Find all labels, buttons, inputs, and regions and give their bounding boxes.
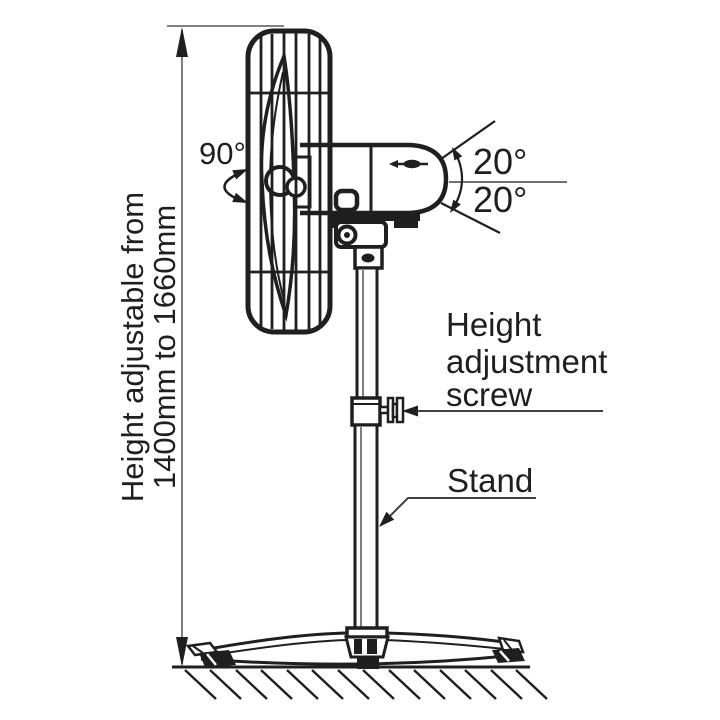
hatch-line xyxy=(388,669,421,700)
hatch-line xyxy=(413,669,446,700)
hatch-line xyxy=(464,669,497,700)
dimension-arrow-bottom-icon xyxy=(176,637,188,667)
base xyxy=(185,626,525,669)
neck-assembly xyxy=(328,213,420,270)
mount-plate xyxy=(328,213,420,221)
lower-pole xyxy=(353,423,379,636)
height-adjustment-assembly xyxy=(350,396,405,427)
base-right-tip-slash xyxy=(503,639,513,651)
screw-leader-arrow-icon xyxy=(402,405,418,417)
base-foot-right-slash xyxy=(499,650,510,662)
base-rim-right xyxy=(385,639,505,650)
hatch-line xyxy=(286,669,319,700)
grille-rim xyxy=(245,28,333,335)
upper-pole xyxy=(355,266,379,401)
hatch-line xyxy=(184,669,217,700)
height-screw-label-line1: Height xyxy=(446,306,541,343)
oscillation-indicator: 90° xyxy=(199,136,248,203)
adjustment-collar xyxy=(350,396,382,427)
base-hub-detail xyxy=(367,639,377,654)
base-hub-detail xyxy=(354,639,362,654)
base-left-tip-slash xyxy=(192,645,204,654)
height-screw-label-line3: screw xyxy=(446,376,532,413)
base-foot-left-slash xyxy=(206,653,217,666)
oscillation-knob-icon xyxy=(333,188,360,213)
stand-leader-line xyxy=(380,497,536,526)
tilt-lower-line xyxy=(440,202,501,234)
motor-housing-body xyxy=(300,142,449,216)
stand-callout: Stand xyxy=(379,462,536,527)
upper-pole-tube xyxy=(355,266,379,401)
tilt-upper-angle-label: 20° xyxy=(473,141,527,182)
hatch-line xyxy=(362,669,395,700)
hatch-line xyxy=(311,669,344,700)
lower-pole-tube xyxy=(353,423,379,636)
motor-housing xyxy=(292,142,449,216)
height-dimension: Height adjustable from 1400mm to 1660mm xyxy=(115,25,284,667)
knob-arrow-body xyxy=(403,159,421,169)
pivot-bolt-center xyxy=(344,232,350,238)
ground xyxy=(172,665,548,700)
fan-blade xyxy=(259,49,307,322)
height-range-label-line2: 1400mm to 1660mm xyxy=(147,205,182,489)
oscillation-arrow-up-icon xyxy=(232,169,248,180)
tilt-indicator: 20° 20° xyxy=(440,120,567,234)
screw-knob-ridge xyxy=(395,396,405,424)
oscillation-arrow-down-icon xyxy=(232,192,248,203)
base-top-right-edge xyxy=(385,631,512,645)
hatch-line xyxy=(490,669,523,700)
hatch-line xyxy=(209,669,242,700)
tilt-lower-angle-label: 20° xyxy=(473,179,527,220)
neck-latch xyxy=(361,253,375,263)
mount-tab-right xyxy=(394,219,418,228)
dimension-arrow-top-icon xyxy=(176,27,188,57)
base-top-left-edge xyxy=(196,631,349,653)
stand-leader-arrow-icon xyxy=(379,511,395,527)
fan-grille xyxy=(245,28,333,335)
hatch-line xyxy=(260,669,293,700)
hatch-line xyxy=(439,669,472,700)
stand-label: Stand xyxy=(447,462,533,499)
hatch-line xyxy=(515,669,548,700)
tilt-arrow-up-icon xyxy=(452,147,463,161)
tilt-upper-line xyxy=(440,120,496,160)
oscillation-angle-label: 90° xyxy=(199,136,246,171)
height-range-label-line1: Height adjustable from xyxy=(115,192,150,502)
oscillation-knob-arrow-icon xyxy=(389,159,428,169)
hatch-line xyxy=(235,669,268,700)
hatch-line xyxy=(337,669,370,700)
height-screw-callout: Height adjustment screw xyxy=(402,306,607,417)
height-screw-label-line2: adjustment xyxy=(446,343,607,380)
tilt-arrow-down-icon xyxy=(450,199,461,213)
knob-arrow-tip-icon xyxy=(389,160,398,168)
